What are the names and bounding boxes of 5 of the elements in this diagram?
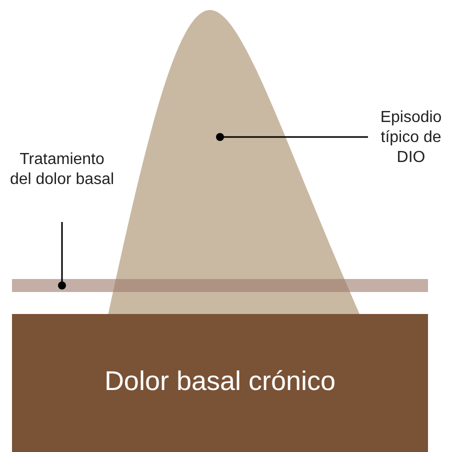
leader-line: [216, 133, 368, 141]
callout-text: Episodio típico de DIO: [379, 108, 443, 168]
callout-text: Tratamiento del dolor basal: [8, 150, 116, 190]
block-label: Dolor basal crónico: [103, 365, 337, 398]
leader-line: [58, 222, 66, 290]
